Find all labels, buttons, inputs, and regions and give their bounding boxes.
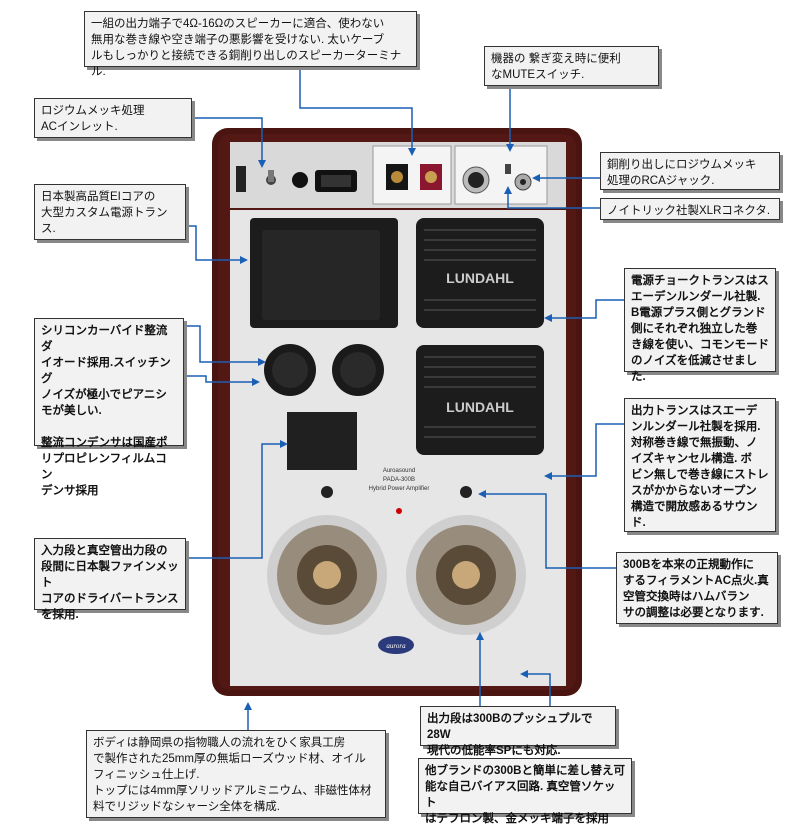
callout-power-transformer: 日本製高品質EIコアの 大型カスタム電源トラン ス. [34, 184, 186, 240]
fuse-cap [292, 172, 308, 188]
callout-diode-capacitor: シリコンカーバイド整流ダ イオード採用.スイッチング ノイズが極小でピアニシ モ… [34, 318, 184, 497]
output-transformer-brand-label: LUNDAHL [446, 399, 514, 415]
callout-output-stage: 出力段は300Bのプッシュプルで28W 現代の低能率SPにも対応. [420, 706, 616, 757]
tube-300b-right [406, 515, 526, 635]
callout-tube-socket: 他ブランドの300Bと簡単に差し替え可 能な自己バイアス回路. 真空管ソケット … [418, 758, 632, 825]
hum-balancer-left [321, 486, 333, 498]
device-model: PADA-300B [383, 477, 415, 483]
aurora-logo [378, 636, 414, 654]
driver-transformer [287, 412, 357, 470]
callout-xlr-connector: ノイトリック社製XLRコネクタ. [600, 198, 780, 220]
callout-mute-switch: 機器の 繋ぎ変え時に便利 なMUTEスイッチ. [484, 46, 659, 86]
device-brand: Auroasound [383, 468, 415, 474]
callout-filament: 300Bを本来の正規動作に するフィラメントAC点火.真 空管交換時はハムバラン… [616, 552, 778, 624]
hum-balancer-right [460, 486, 472, 498]
callout-rca-jack: 銅削り出しにロジウムメッキ 処理のRCAジャック. [600, 152, 780, 190]
callout-body: ボディは静岡県の指物職人の流れをひく家具工房 で製作された25mm厚の無垢ローズ… [86, 730, 386, 818]
tube-300b-left [267, 515, 387, 635]
callout-speaker-terminal: 一組の出力端子で4Ω-16Ωのスピーカーに適合、使わない 無用な巻き線や空き端子… [84, 11, 417, 78]
callout-choke-transformer: 電源チョークトランスはス エーデンルンダール社製. B電源プラス側とグランド 側… [624, 268, 776, 383]
callout-driver-transformer: 入力段と真空管出力段の 段間に日本製ファインメット コアのドライバートランス を… [34, 538, 186, 621]
callout-ac-inlet: ロジウムメッキ処理 ACインレット. [34, 98, 192, 138]
callout-output-transformer: 出力トランスはスエーデ ンルンダール社製を採用. 対称巻き線で無振動、ノ イズキ… [624, 398, 776, 532]
choke-brand-label: LUNDAHL [446, 270, 514, 286]
device-subtitle: Hybrid Power Amplifier [369, 486, 430, 492]
fuse-holder [236, 166, 246, 192]
mute-switch [505, 164, 511, 174]
power-led [396, 508, 402, 514]
aurora-logo-text: aurora [386, 642, 406, 650]
